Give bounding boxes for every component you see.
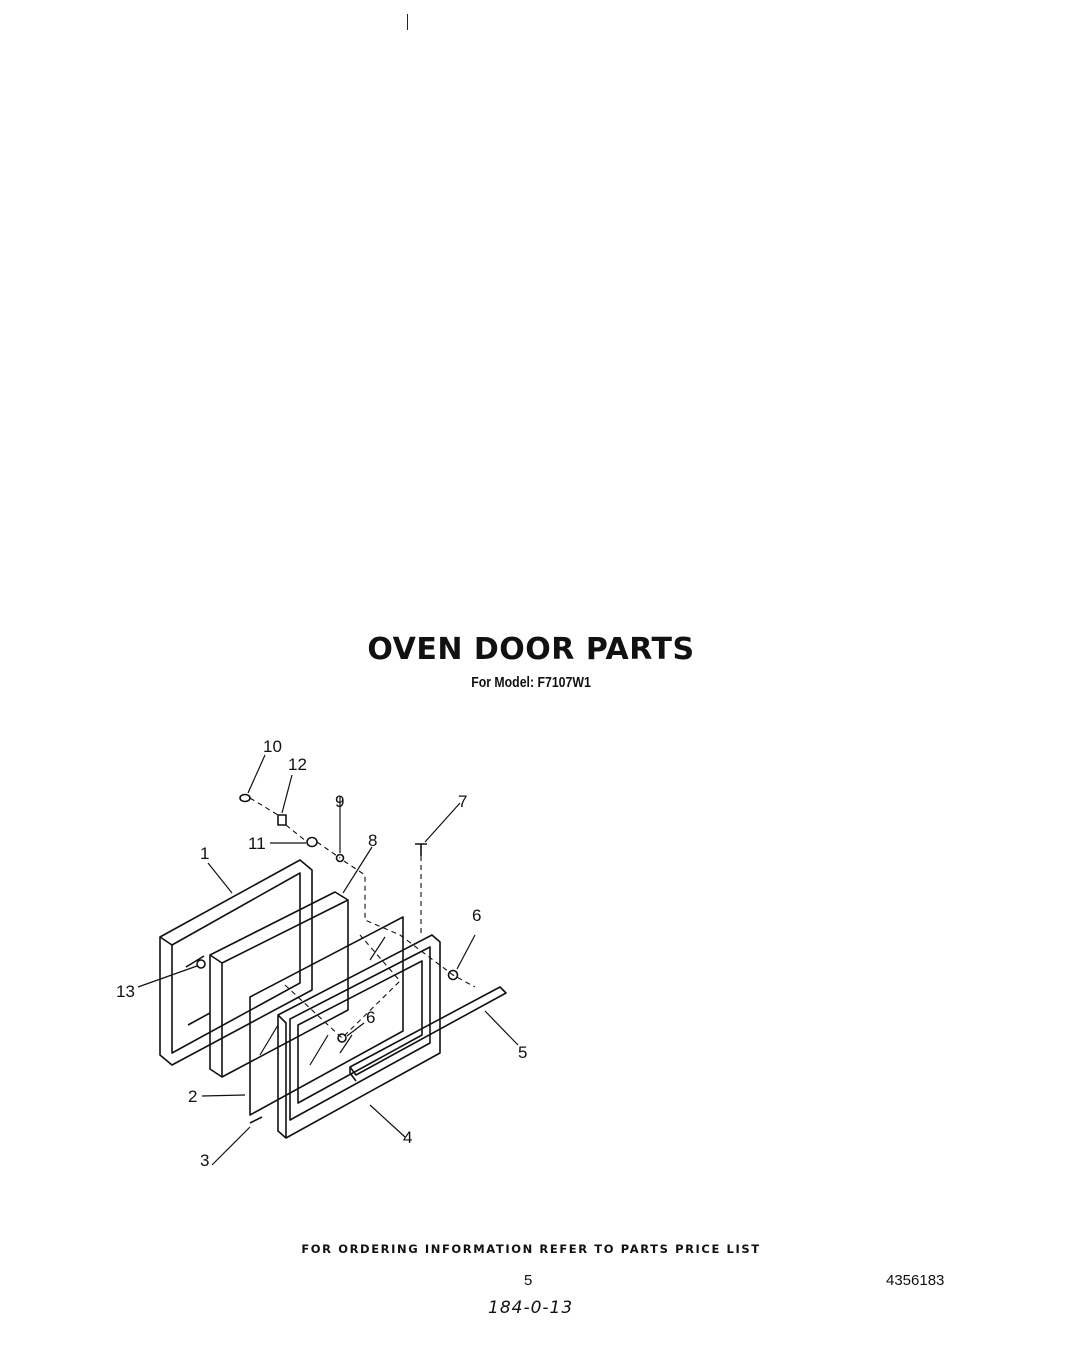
callout-label: 13 (116, 982, 135, 1001)
page-title: OVEN DOOR PARTS (367, 632, 695, 667)
page-number: 5 (524, 1272, 533, 1289)
document-number: 4356183 (886, 1272, 945, 1289)
callout-label: 5 (518, 1043, 527, 1062)
callout-label: 4 (403, 1128, 412, 1147)
callout-label: 6 (366, 1008, 375, 1027)
callout-label: 3 (200, 1151, 209, 1170)
oven-door-exploded-diagram: 10 12 9 7 11 8 1 6 13 6 5 2 4 3 (116, 737, 527, 1170)
callout-label: 2 (188, 1087, 197, 1106)
small-hardware-parts (196, 793, 459, 1124)
callout-label: 6 (472, 906, 481, 925)
callout-label: 10 (263, 737, 282, 756)
callout-label: 12 (288, 755, 307, 774)
margin-tick-mark (407, 14, 408, 30)
door-liner-panel-part (159, 859, 313, 1066)
assembly-guide-lines (249, 797, 476, 1039)
ordering-info-note: FOR ORDERING INFORMATION REFER TO PARTS … (301, 1242, 761, 1256)
door-handle-part (349, 986, 507, 1082)
callout-label: 11 (248, 834, 266, 853)
inner-glass-part (249, 916, 404, 1116)
callout-label: 8 (368, 831, 377, 850)
insulation-panel-part (209, 891, 349, 1078)
callout-leaders (137, 754, 519, 1166)
callout-label: 7 (458, 792, 467, 811)
callout-label: 1 (200, 844, 209, 863)
model-subtitle: For Model: F7107W1 (471, 674, 591, 691)
outer-door-frame-part (277, 934, 441, 1139)
handwritten-code: 184-0-13 (488, 1298, 574, 1318)
callout-label: 9 (335, 792, 344, 811)
